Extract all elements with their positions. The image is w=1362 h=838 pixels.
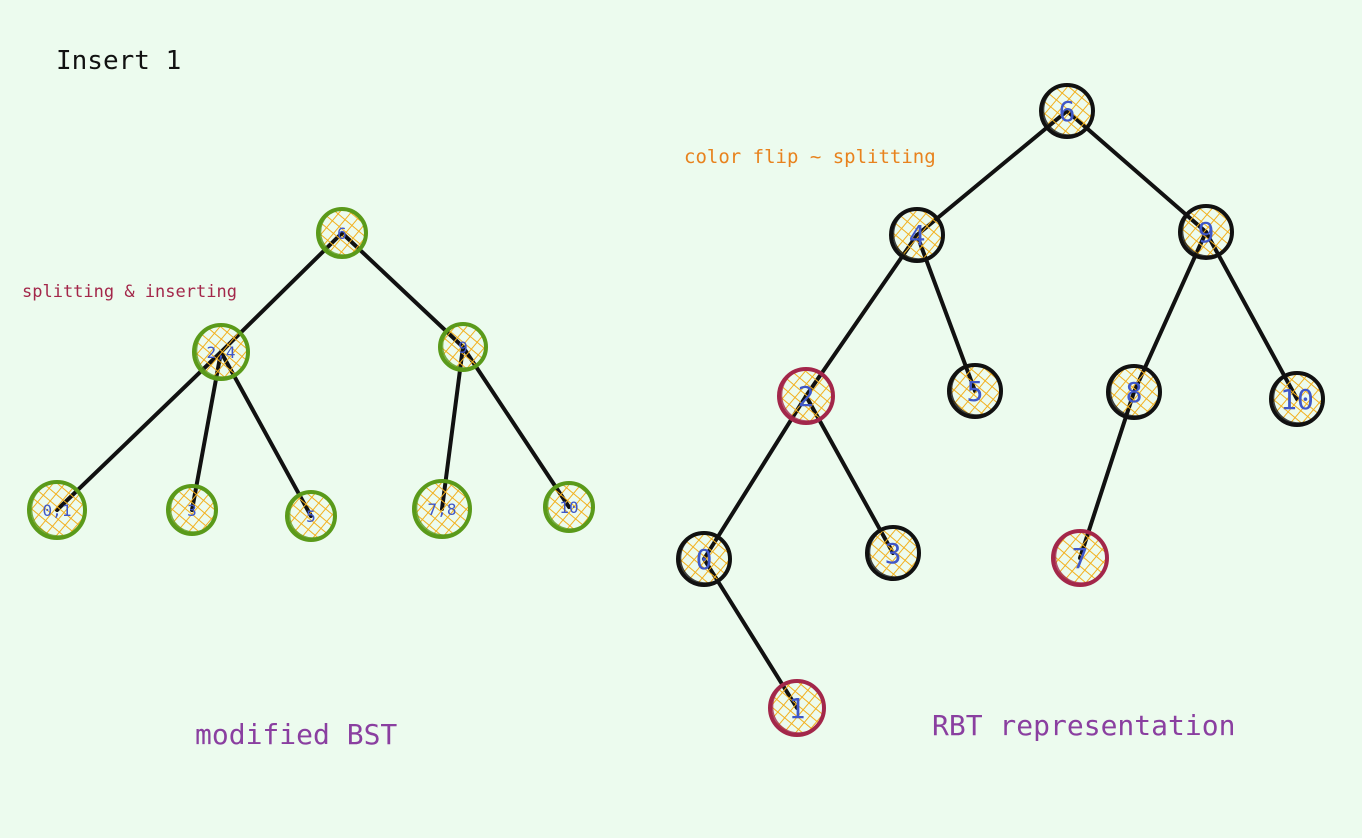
bst-node-label: 5 bbox=[306, 507, 316, 526]
caption-rbt-representation: RBT representation bbox=[932, 709, 1236, 742]
rbt-node-2: 2 bbox=[777, 367, 835, 425]
rbt-node-10: 10 bbox=[1269, 371, 1325, 427]
bst-node-5: 5 bbox=[285, 490, 337, 542]
bst-node-label: 3 bbox=[187, 501, 197, 520]
rbt-node-outline bbox=[868, 526, 921, 578]
bst-node-2-4: 2,4 bbox=[192, 323, 250, 381]
bst-node-0-1: 0,1 bbox=[27, 480, 87, 540]
bst-node-outline bbox=[169, 485, 218, 533]
rbt-node-8: 8 bbox=[1106, 364, 1162, 420]
bst-node-10: 10 bbox=[543, 481, 595, 533]
rbt-node-label: 8 bbox=[1126, 376, 1143, 409]
rbt-node-label: 5 bbox=[967, 375, 984, 408]
rbt-node-label: 0 bbox=[696, 543, 713, 576]
rbt-node-9: 9 bbox=[1178, 204, 1234, 260]
rbt-node-6: 6 bbox=[1039, 83, 1095, 139]
bst-edge-b24-b5 bbox=[219, 350, 313, 518]
rbt-node-1: 1 bbox=[768, 679, 826, 737]
rbt-node-label: 3 bbox=[885, 537, 902, 570]
bst-edge-b24-b01 bbox=[55, 350, 223, 512]
rbt-node-label: 1 bbox=[789, 692, 806, 725]
page-title: Insert 1 bbox=[56, 46, 182, 76]
rbt-edge-r2-r3 bbox=[804, 394, 895, 555]
rbt-node-label: 7 bbox=[1072, 542, 1089, 575]
rbt-edge-r6-r4 bbox=[915, 109, 1069, 237]
rbt-edge-r8-r7 bbox=[1078, 390, 1136, 560]
rbt-edge-r2-r0 bbox=[702, 394, 808, 561]
rbt-node-outline bbox=[1272, 372, 1325, 424]
rbt-node-label: 4 bbox=[909, 219, 926, 252]
rbt-node-label: 2 bbox=[798, 380, 815, 413]
rbt-node-outline bbox=[1054, 530, 1109, 584]
bst-node-label: 10 bbox=[559, 498, 578, 517]
bst-node-label: 2,4 bbox=[207, 343, 236, 362]
bst-node-7-8: 7,8 bbox=[412, 479, 472, 539]
bst-node-outline bbox=[441, 323, 488, 369]
bst-node-label: 6 bbox=[337, 224, 347, 243]
rbt-node-outline bbox=[892, 208, 945, 260]
rbt-node-label: 6 bbox=[1059, 95, 1076, 128]
bst-edge-b9-b10 bbox=[461, 345, 571, 509]
rbt-node-outline bbox=[679, 532, 732, 584]
rbt-edge-r6-r9 bbox=[1065, 109, 1208, 234]
rbt-edge-r4-r2 bbox=[804, 233, 919, 398]
caption-modified-bst: modified BST bbox=[195, 718, 398, 751]
rbt-edge-r0-r1 bbox=[702, 557, 799, 710]
rbt-node-label: 10 bbox=[1280, 383, 1314, 416]
rbt-node-outline bbox=[1181, 205, 1234, 257]
rbt-node-5: 5 bbox=[947, 363, 1003, 419]
annotation-splitting-inserting: splitting & inserting bbox=[22, 282, 237, 302]
bst-node-outline bbox=[30, 481, 87, 537]
rbt-node-4: 4 bbox=[889, 207, 945, 263]
bst-node-outline bbox=[415, 480, 472, 536]
bst-node-6: 6 bbox=[316, 207, 368, 259]
bst-nodes: 6 2,4 9 0,1 3 5 7,8 10 bbox=[27, 207, 595, 542]
bst-node-outline bbox=[195, 324, 250, 378]
annotation-color-flip: color flip ~ splitting bbox=[684, 146, 936, 168]
bst-node-label: 0,1 bbox=[43, 501, 72, 520]
rbt-node-label: 9 bbox=[1198, 216, 1215, 249]
rbt-node-7: 7 bbox=[1051, 529, 1109, 587]
bst-node-label: 9 bbox=[458, 338, 468, 357]
bst-edge-b6-b9 bbox=[340, 231, 465, 349]
bst-node-outline bbox=[319, 208, 368, 256]
bst-node-outline bbox=[546, 482, 595, 530]
bst-node-outline bbox=[288, 491, 337, 539]
bst-node-3: 3 bbox=[166, 484, 218, 536]
rbt-edge-r9-r10 bbox=[1204, 230, 1299, 401]
rbt-node-outline bbox=[780, 368, 835, 422]
bst-node-label: 7,8 bbox=[428, 500, 457, 519]
rbt-node-outline bbox=[771, 680, 826, 734]
rbt-nodes: 6 4 9 2 5 8 10 0 3 7 1 bbox=[676, 83, 1325, 737]
rbt-node-0: 0 bbox=[676, 531, 732, 587]
bst-edges bbox=[55, 231, 571, 518]
rbt-node-outline bbox=[1042, 84, 1095, 136]
rbt-node-outline bbox=[950, 364, 1003, 416]
bst-node-9: 9 bbox=[438, 322, 488, 372]
rbt-edge-r9-r8 bbox=[1132, 230, 1208, 394]
rbt-node-outline bbox=[1109, 365, 1162, 417]
rbt-node-3: 3 bbox=[865, 525, 921, 581]
